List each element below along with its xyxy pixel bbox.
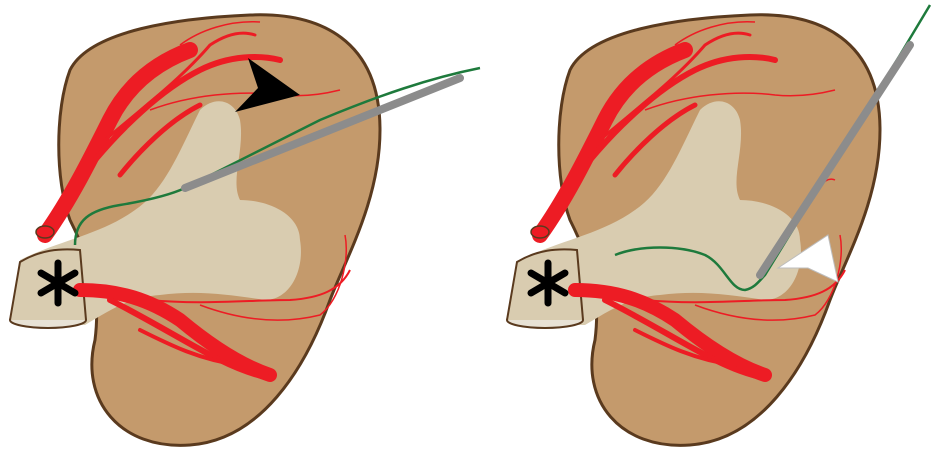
panel-left [10,15,480,446]
vessel-cut-end [36,226,54,238]
vessel-cut-end [531,226,549,238]
panel-right [507,5,930,445]
